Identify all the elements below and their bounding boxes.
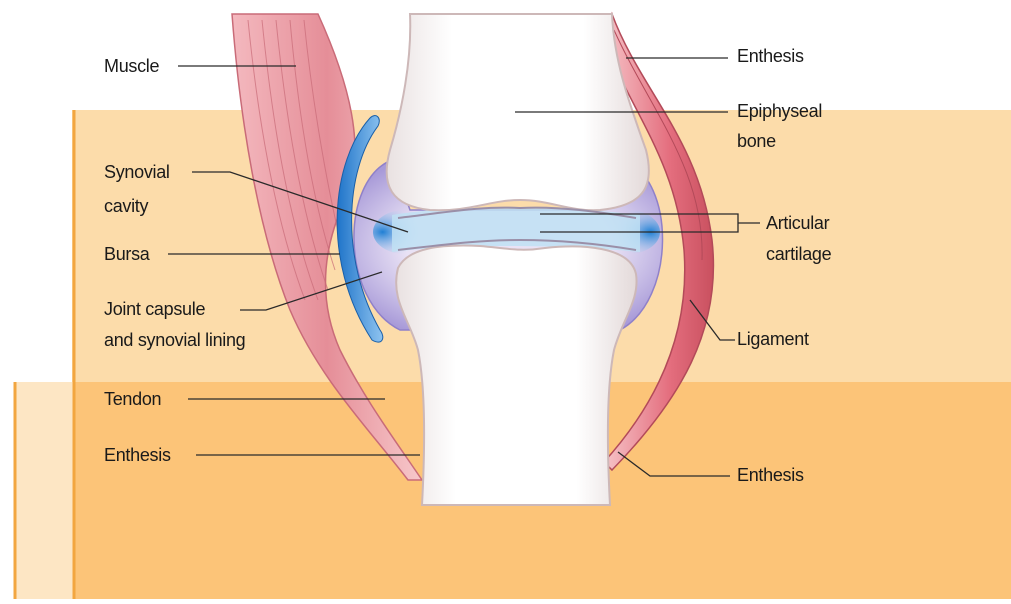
label-epiphyseal-bone-line2: bone (737, 129, 776, 153)
lower-bone (396, 246, 636, 505)
label-enthesis-left: Enthesis (104, 443, 171, 467)
label-articular-cartilage-line1: Articular (766, 211, 829, 235)
label-joint-capsule-line1: Joint capsule (104, 297, 205, 321)
label-enthesis-right: Enthesis (737, 463, 804, 487)
label-articular-cartilage-line2: cartilage (766, 242, 831, 266)
label-synovial-cavity-line2: cavity (104, 194, 148, 218)
label-tendon: Tendon (104, 387, 161, 411)
label-ligament: Ligament (737, 327, 809, 351)
background-panel-left (14, 382, 74, 599)
label-joint-capsule-line2: and synovial lining (104, 328, 245, 352)
label-synovial-cavity-line1: Synovial (104, 160, 170, 184)
label-muscle: Muscle (104, 54, 159, 78)
label-epiphyseal-bone-line1: Epiphyseal (737, 99, 822, 123)
label-bursa: Bursa (104, 242, 150, 266)
label-enthesis-top: Enthesis (737, 44, 804, 68)
